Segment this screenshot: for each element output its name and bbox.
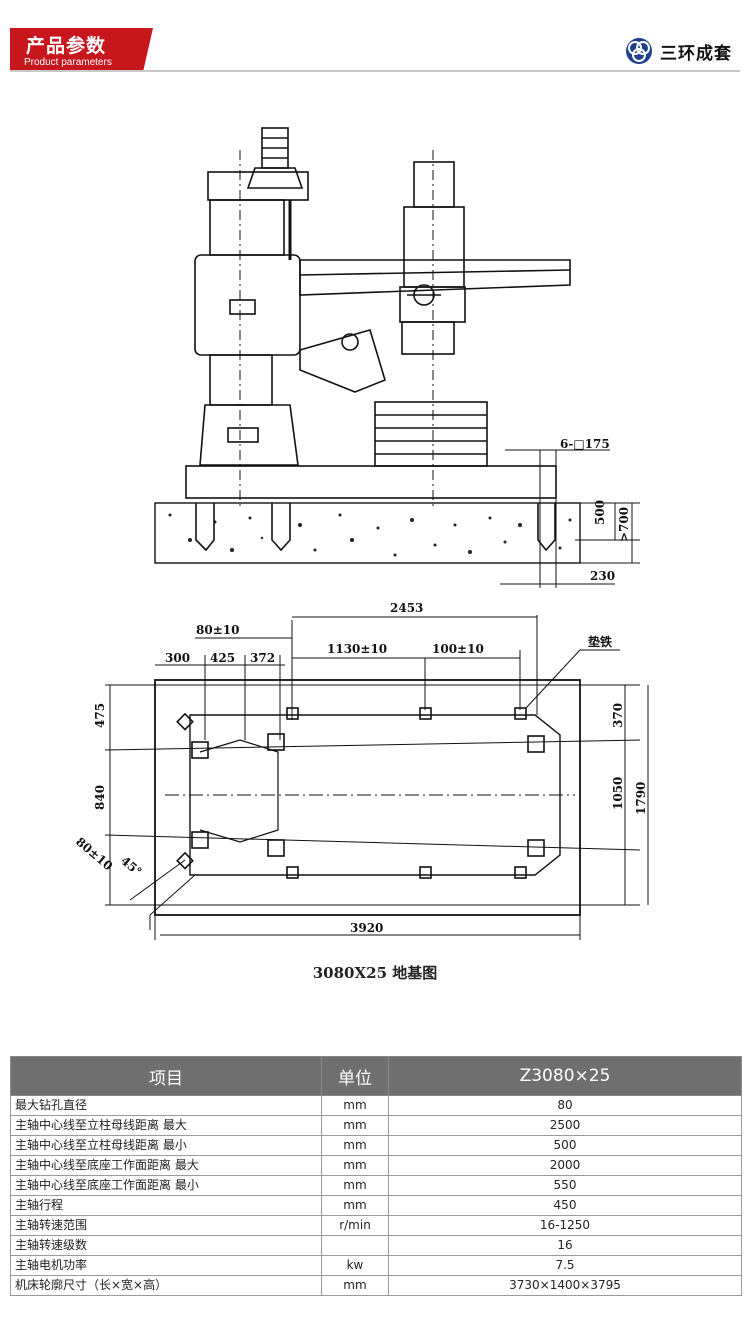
label-shim: 垫铁 — [588, 634, 612, 649]
row-value: 3730×1400×3795 — [388, 1275, 742, 1296]
row-unit: mm — [321, 1095, 389, 1116]
row-unit: mm — [321, 1155, 389, 1176]
elevation-dimensions — [500, 449, 640, 588]
row-value: 80 — [388, 1095, 742, 1116]
machine-elevation — [185, 127, 571, 510]
row-item: 主轴中心线至底座工作面距离 最小 — [10, 1175, 322, 1196]
drawing-caption: 3080X25 地基图 — [312, 964, 438, 982]
label-1790: 1790 — [634, 782, 648, 815]
drawing-svg: 6-□175 500 >700 230 2453 80±10 1130±10 1… — [73, 127, 649, 940]
row-unit: mm — [321, 1175, 389, 1196]
header-item: 项目 — [10, 1056, 322, 1096]
row-item: 最大钻孔直径 — [10, 1095, 322, 1116]
label-1050: 1050 — [611, 777, 625, 810]
label-80-left: 80±10 — [73, 835, 115, 874]
label-372: 372 — [250, 651, 275, 665]
row-item: 主轴中心线至底座工作面距离 最大 — [10, 1155, 322, 1176]
label-3920: 3920 — [350, 921, 383, 935]
brand-logo: 三环成套 — [624, 36, 732, 66]
label-370: 370 — [611, 703, 625, 728]
label-2453: 2453 — [390, 601, 423, 615]
label-100: 100±10 — [432, 642, 484, 656]
label-300: 300 — [165, 651, 190, 665]
row-unit: mm — [321, 1275, 389, 1296]
label-230: 230 — [590, 569, 615, 583]
row-item: 主轴中心线至立柱母线距离 最小 — [10, 1135, 322, 1156]
spec-table-header: 项目 单位 Z3080×25 — [10, 1056, 742, 1096]
row-item: 主轴转速级数 — [10, 1235, 322, 1256]
label-80-top: 80±10 — [196, 623, 239, 637]
technical-drawing: 6-□175 500 >700 230 2453 80±10 1130±10 1… — [0, 110, 750, 1000]
row-value: 550 — [388, 1175, 742, 1196]
label-475: 475 — [93, 703, 107, 728]
row-item: 主轴中心线至立柱母线距离 最大 — [10, 1115, 322, 1136]
table-row: 主轴转速级数 16 — [10, 1235, 742, 1256]
brand-emblem-icon — [626, 38, 652, 64]
page-header: 产品参数 Product parameters 三环成套 — [0, 0, 750, 72]
row-value: 7.5 — [388, 1255, 742, 1276]
row-unit: r/min — [321, 1215, 389, 1236]
concrete-foundation — [154, 502, 581, 564]
label-1130: 1130±10 — [327, 642, 387, 656]
row-item: 主轴转速范围 — [10, 1215, 322, 1236]
section-title-tag: 产品参数 Product parameters — [10, 28, 153, 72]
row-value: 16-1250 — [388, 1215, 742, 1236]
row-unit — [321, 1235, 389, 1256]
plan-dimensions — [109, 615, 649, 940]
header-divider — [10, 70, 740, 72]
section-subtitle: Product parameters — [24, 57, 112, 68]
row-value: 450 — [388, 1195, 742, 1216]
row-unit: kw — [321, 1255, 389, 1276]
row-value: 500 — [388, 1135, 742, 1156]
row-unit: mm — [321, 1135, 389, 1156]
label-500: 500 — [593, 500, 607, 525]
row-item: 主轴电机功率 — [10, 1255, 322, 1276]
row-value: 2000 — [388, 1155, 742, 1176]
row-unit: mm — [321, 1115, 389, 1136]
row-item: 主轴行程 — [10, 1195, 322, 1216]
label-840: 840 — [93, 785, 107, 810]
drawing-labels: 6-□175 500 >700 230 2453 80±10 1130±10 1… — [73, 437, 648, 935]
header-model: Z3080×25 — [388, 1056, 742, 1096]
brand-name: 三环成套 — [660, 43, 732, 64]
label-175: 6-□175 — [560, 437, 610, 451]
row-value: 16 — [388, 1235, 742, 1256]
row-value: 2500 — [388, 1115, 742, 1136]
label-700: >700 — [617, 507, 631, 542]
foundation-plan — [104, 679, 641, 916]
section-title: 产品参数 — [26, 35, 107, 57]
label-45deg: 45° — [118, 854, 144, 879]
header-unit: 单位 — [321, 1056, 389, 1096]
label-425: 425 — [210, 651, 235, 665]
row-unit: mm — [321, 1195, 389, 1216]
row-item: 机床轮廓尺寸（长×宽×高） — [10, 1275, 322, 1296]
